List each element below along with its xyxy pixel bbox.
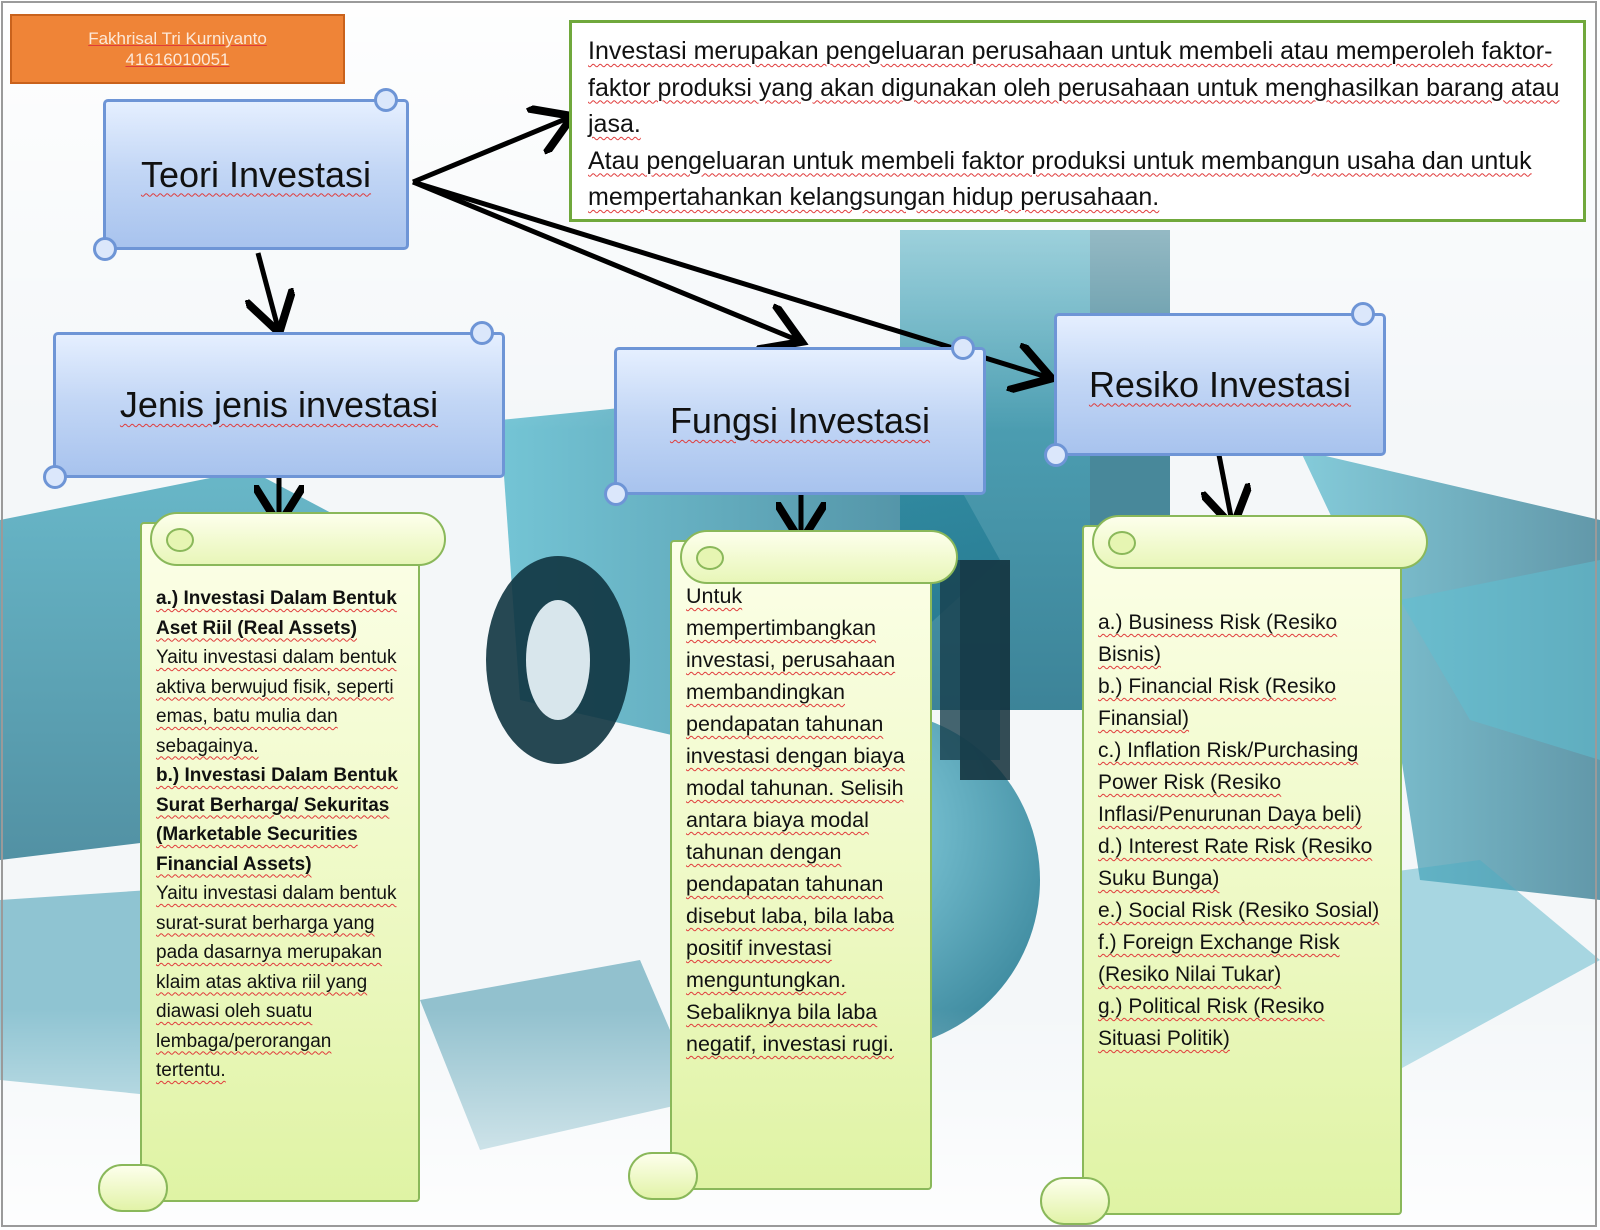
resiko-item: b.) Financial Risk (Resiko Finansial) (1098, 675, 1337, 730)
detail-resiko-investasi: a.) Business Risk (Resiko Bisnis) b.) Fi… (1040, 515, 1428, 1225)
scroll-top-curl (680, 530, 958, 584)
jenis-a-text: Yaitu investasi dalam bentuk aktiva berw… (156, 647, 397, 757)
node-fungsi-investasi: Fungsi Investasi (604, 336, 986, 506)
scroll-bottom-curl (1040, 1177, 1110, 1225)
definition-paragraph-2: Atau pengeluaran untuk membeli faktor pr… (588, 146, 1532, 212)
jenis-b-text: Yaitu investasi dalam bentuk surat-surat… (156, 883, 397, 1081)
node-resiko-investasi: Resiko Investasi (1044, 302, 1386, 467)
detail-jenis-investasi: a.) Investasi Dalam Bentuk Aset Riil (Re… (98, 512, 446, 1212)
node-title: Resiko Investasi (1088, 363, 1352, 405)
jenis-a-heading: a.) Investasi Dalam Bentuk Aset Riil (Re… (156, 588, 397, 639)
jenis-b-heading: b.) Investasi Dalam Bentuk Surat Berharg… (156, 765, 398, 875)
arrow-root-to-fungsi (412, 179, 797, 340)
resiko-item: d.) Interest Rate Risk (Resiko Suku Bung… (1098, 835, 1373, 890)
author-name: Fakhrisal Tri Kurniyanto (88, 29, 267, 48)
resiko-item: g.) Political Risk (Resiko Situasi Polit… (1098, 995, 1325, 1050)
arrow-root-to-jenis (258, 252, 278, 328)
node-title: Jenis jenis investasi (119, 384, 439, 425)
fungsi-text: Untuk mempertimbangkan investasi, perusa… (686, 584, 905, 1056)
node-title: Fungsi Investasi (669, 400, 931, 441)
resiko-item: c.) Inflation Risk/Purchasing Power Risk… (1098, 739, 1362, 826)
scroll-shape-icon (93, 237, 117, 261)
scroll-shape-icon (374, 88, 398, 112)
scroll-top-curl (150, 512, 446, 566)
scroll-shape-icon (604, 482, 628, 506)
author-box: Fakhrisal Tri Kurniyanto 41616010051 (10, 14, 345, 84)
scroll-bottom-curl (628, 1152, 698, 1200)
resiko-item: a.) Business Risk (Resiko Bisnis) (1098, 611, 1338, 666)
definition-box: Investasi merupakan pengeluaran perusaha… (569, 20, 1586, 222)
resiko-item: f.) Foreign Exchange Risk (Resiko Nilai … (1098, 931, 1340, 986)
arrow-resiko-to-detail (1219, 454, 1232, 522)
scroll-shape-icon (43, 465, 67, 489)
arrow-root-to-resiko (412, 179, 1047, 377)
scroll-shape-icon (1044, 443, 1068, 467)
detail-fungsi-investasi: Untuk mempertimbangkan investasi, perusa… (628, 530, 958, 1200)
scroll-shape-icon (951, 336, 975, 360)
node-teori-investasi: Teori Investasi (93, 88, 409, 261)
definition-paragraph-1: Investasi merupakan pengeluaran perusaha… (588, 37, 1560, 138)
scroll-bottom-curl (98, 1164, 168, 1212)
scroll-top-curl (1092, 515, 1428, 569)
node-jenis-investasi: Jenis jenis investasi (43, 321, 505, 489)
resiko-item: e.) Social Risk (Resiko Sosial) (1098, 899, 1380, 922)
scroll-shape-icon (470, 321, 494, 345)
arrow-root-to-definition (412, 118, 568, 185)
node-title: Teori Investasi (140, 153, 372, 195)
author-id: 41616010051 (125, 50, 230, 69)
scroll-shape-icon (1351, 302, 1375, 326)
